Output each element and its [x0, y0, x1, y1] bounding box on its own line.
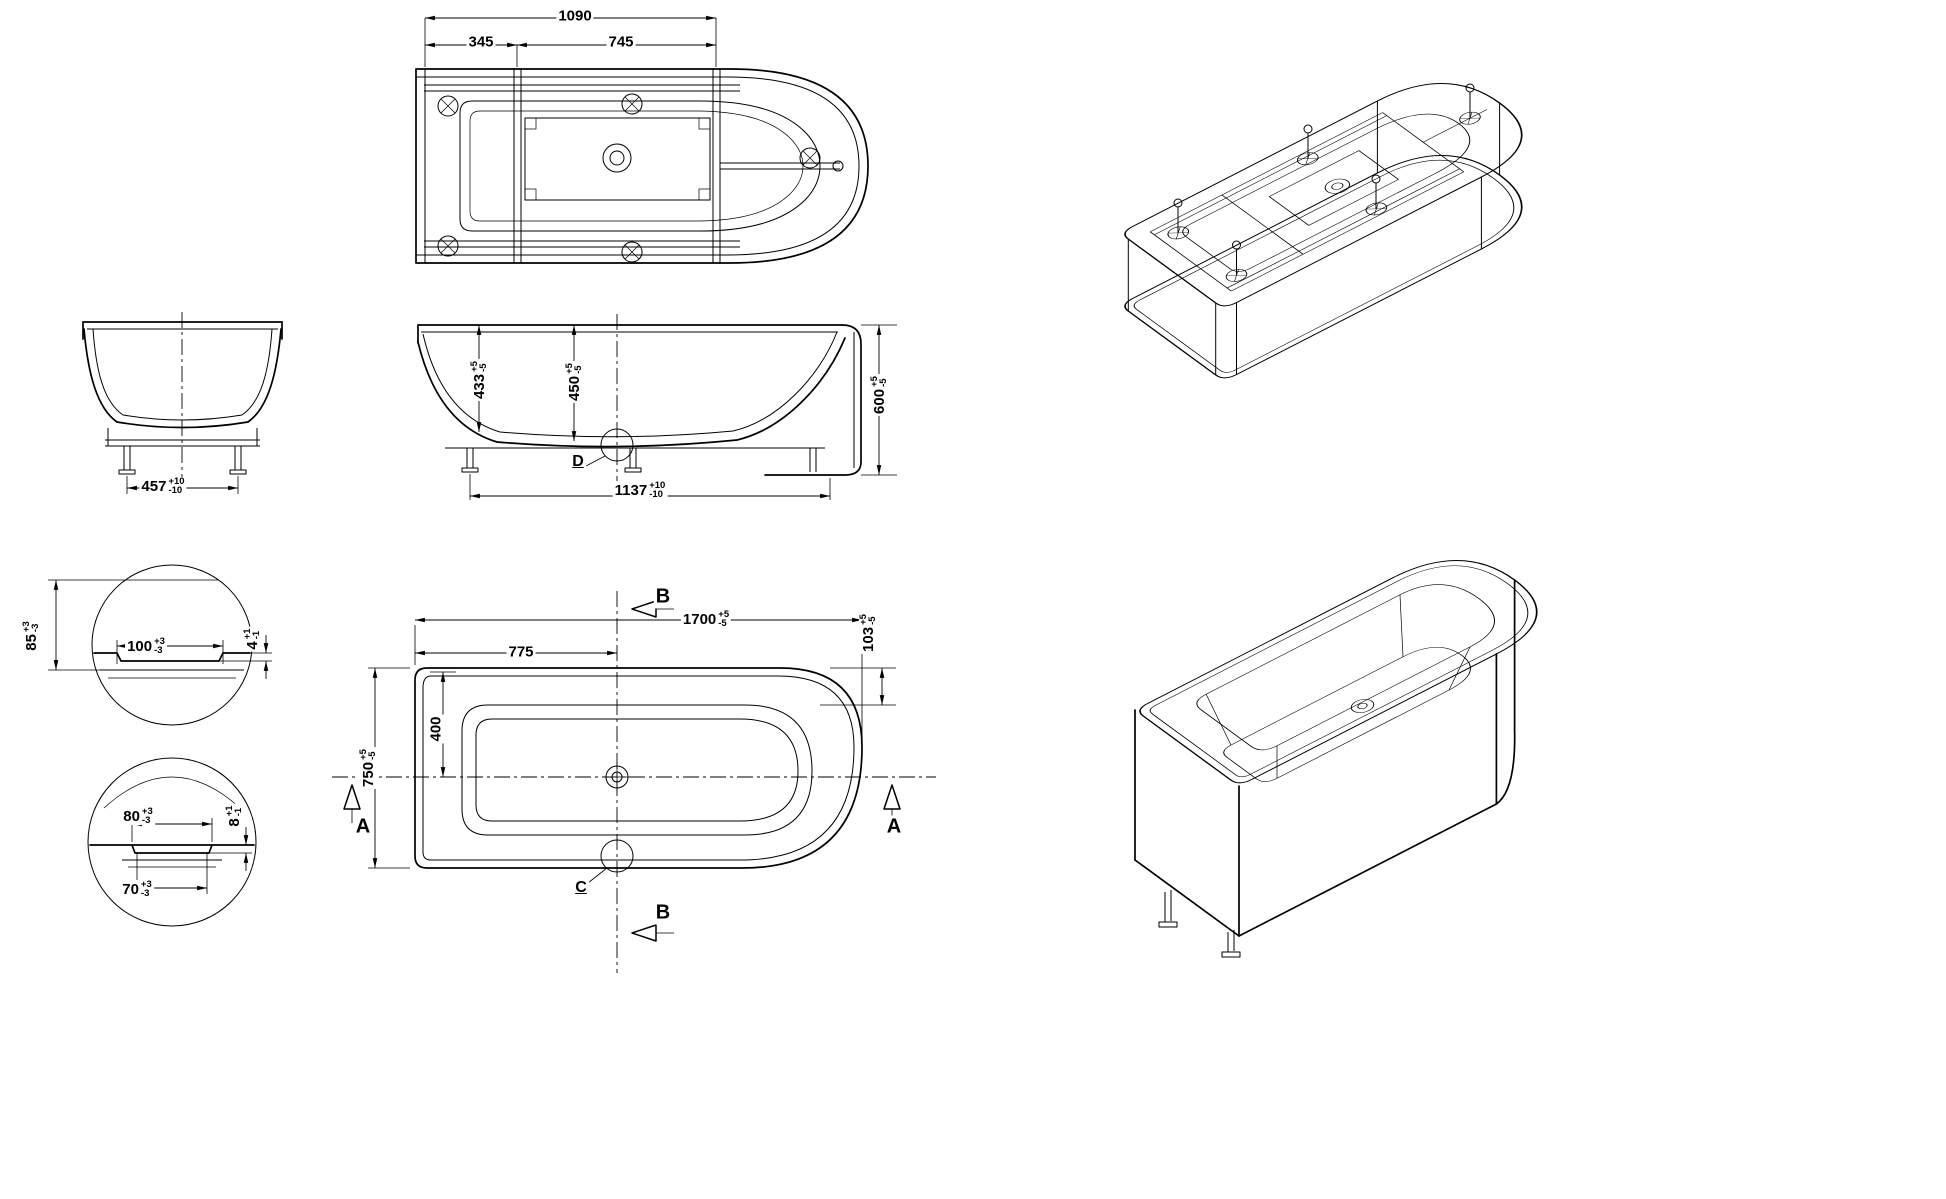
view-plan: [332, 591, 936, 973]
dim-end-leg-span: 457+10-10: [139, 476, 187, 496]
label-section-b-bottom: B: [653, 901, 673, 925]
dim-detail-overall: 85+3-3: [21, 619, 41, 653]
dim-detail-recess-depth: 4+1-1: [242, 626, 262, 652]
drain: [585, 428, 634, 467]
frame-feet: [1167, 111, 1481, 282]
dim-front-overall-height: 600+5-5: [869, 374, 889, 416]
section-b-arrow-bottom: [631, 924, 674, 942]
detail-view-upper: [48, 564, 272, 726]
view-bottom-frame: [415, 15, 869, 264]
detail-view-lower: [87, 757, 257, 927]
dim-plan-width: 750+5-5: [358, 747, 378, 789]
feet-posts: [1173, 83, 1475, 275]
dim-front-depth-center: 450+5-5: [564, 361, 584, 403]
dim-bottom-total: 1090: [556, 7, 594, 25]
dim-plan-corner-offset: 103+5-5: [858, 612, 878, 654]
dim-detail-inner-width: 70+3-3: [120, 879, 154, 899]
dim-bottom-seg-left: 345: [466, 33, 496, 51]
label-detail-c: C: [573, 879, 589, 897]
label-section-a-right: A: [884, 815, 904, 839]
view-iso-top: [1134, 560, 1538, 958]
legs: [461, 448, 817, 473]
frame-feet: [437, 93, 821, 263]
dim-front-leg-span: 1137+10-10: [612, 480, 668, 500]
dim-bottom-seg-right: 745: [606, 33, 636, 51]
view-front-section: [417, 314, 897, 500]
dim-detail-step-height: 8+1-1: [224, 803, 244, 829]
section-a-arrow-left: [343, 784, 361, 823]
legs: [1158, 890, 1241, 958]
legs: [118, 446, 247, 475]
frame-rails: [424, 69, 844, 263]
skirt-panels: [1134, 579, 1516, 937]
dim-plan-length: 1700+5-5: [680, 609, 732, 629]
label-section-b-top: B: [653, 585, 673, 609]
drain-plate: [524, 117, 711, 201]
dim-detail-recess-width: 100+3-3: [125, 636, 167, 656]
dim-plan-basin-half-width: 400: [427, 714, 445, 744]
dim-detail-outer-width: 80+3-3: [121, 806, 155, 826]
view-iso-underside: [1124, 83, 1523, 379]
drain: [602, 762, 632, 792]
dim-plan-length-to-center: 775: [506, 643, 536, 661]
dim-front-depth-left: 433+5-5: [469, 359, 489, 401]
label-detail-d: D: [570, 453, 586, 471]
label-section-a-left: A: [353, 815, 373, 839]
section-b-arrow-top: [631, 600, 674, 618]
view-end-section: [82, 312, 283, 495]
detail-c-mark: [587, 839, 634, 884]
